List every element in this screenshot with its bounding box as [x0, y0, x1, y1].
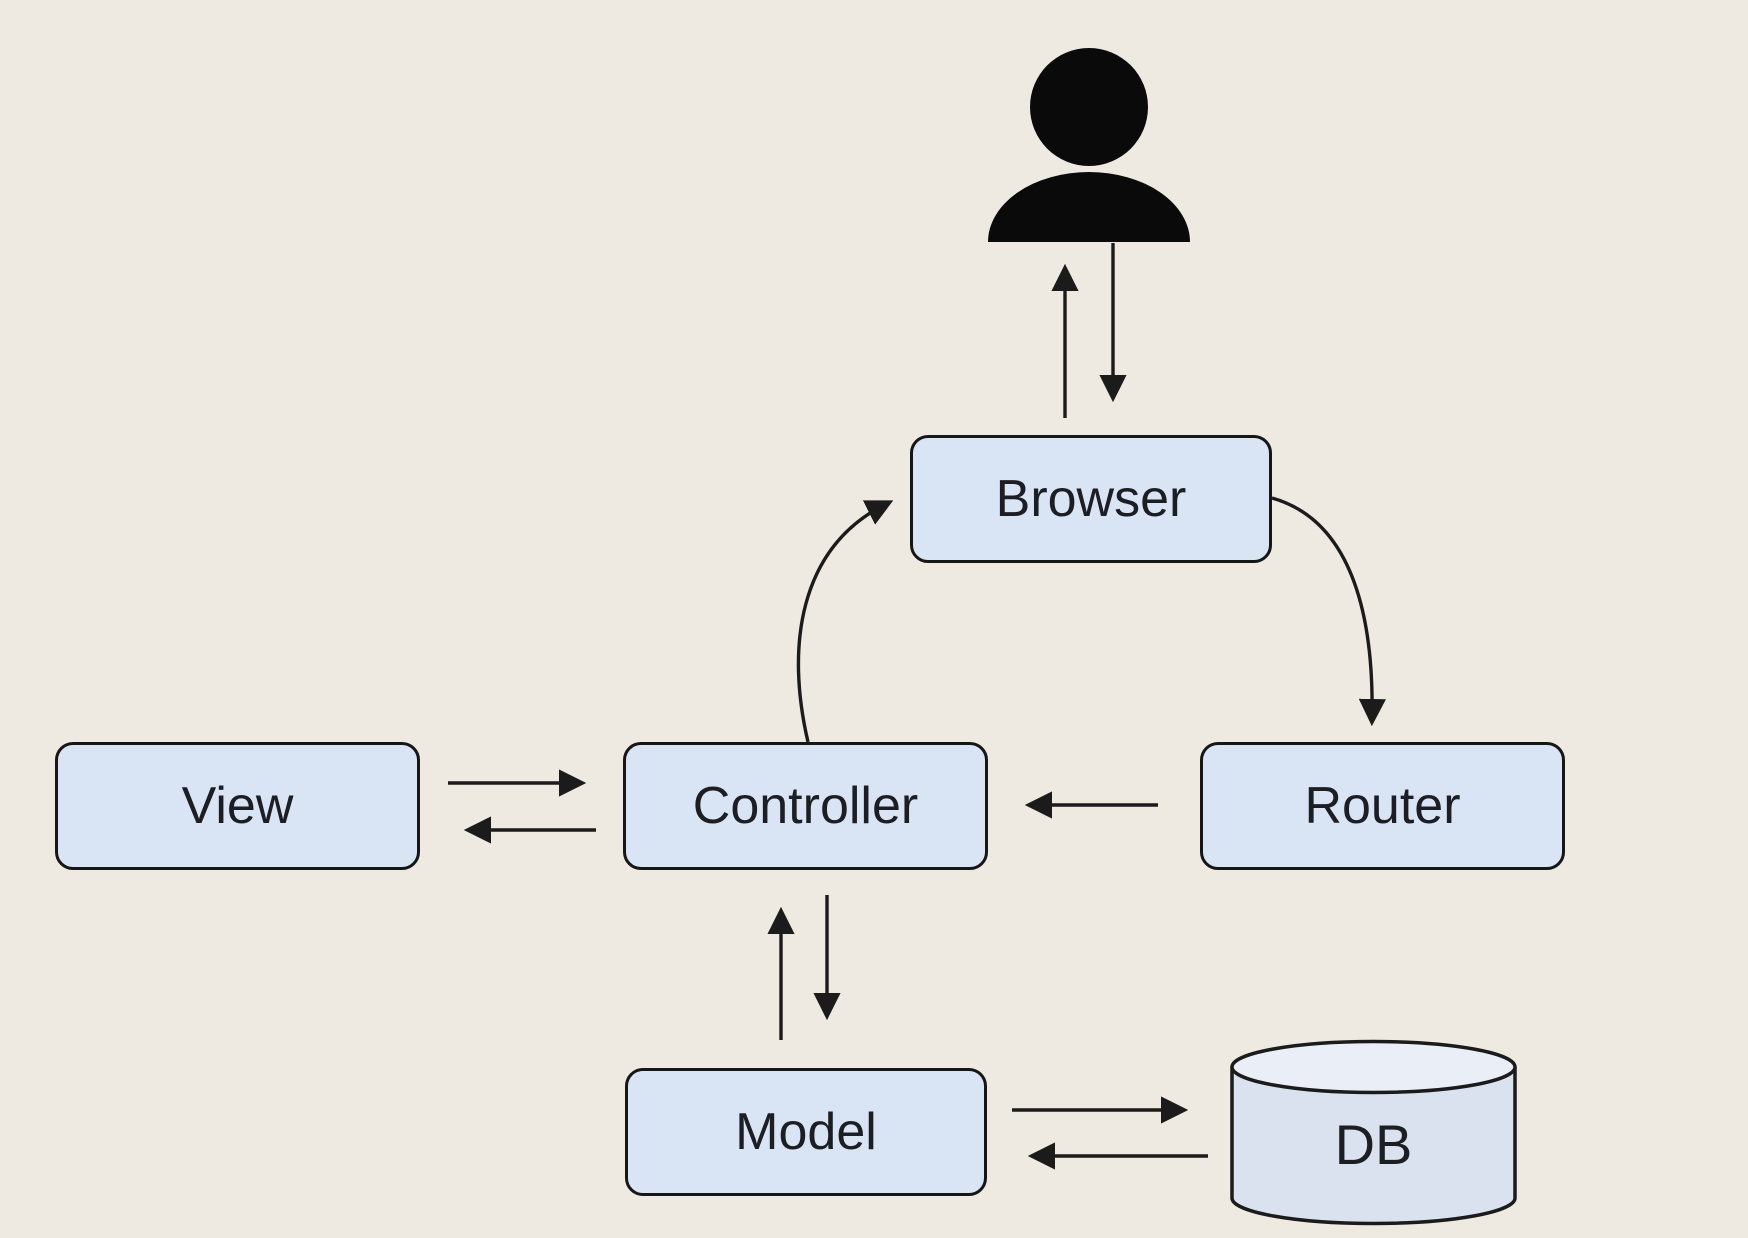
db-node: DB	[1232, 1092, 1515, 1198]
db-node-label: DB	[1334, 1113, 1413, 1176]
view-node-label: View	[181, 777, 294, 835]
arrow-controller-to-browser	[796, 500, 894, 743]
arrow-browser-to-router	[1271, 496, 1386, 727]
controller-node-label: Controller	[692, 777, 919, 835]
controller-node: Controller	[623, 742, 988, 870]
database-cylinder-icon	[1230, 1039, 1517, 1226]
view-node: View	[55, 742, 420, 870]
model-node: Model	[625, 1068, 987, 1196]
router-node-label: Router	[1304, 777, 1461, 835]
model-node-label: Model	[735, 1103, 877, 1161]
user-icon	[988, 48, 1190, 242]
router-node: Router	[1200, 742, 1565, 870]
browser-node-label: Browser	[995, 470, 1187, 528]
browser-node: Browser	[910, 435, 1272, 563]
